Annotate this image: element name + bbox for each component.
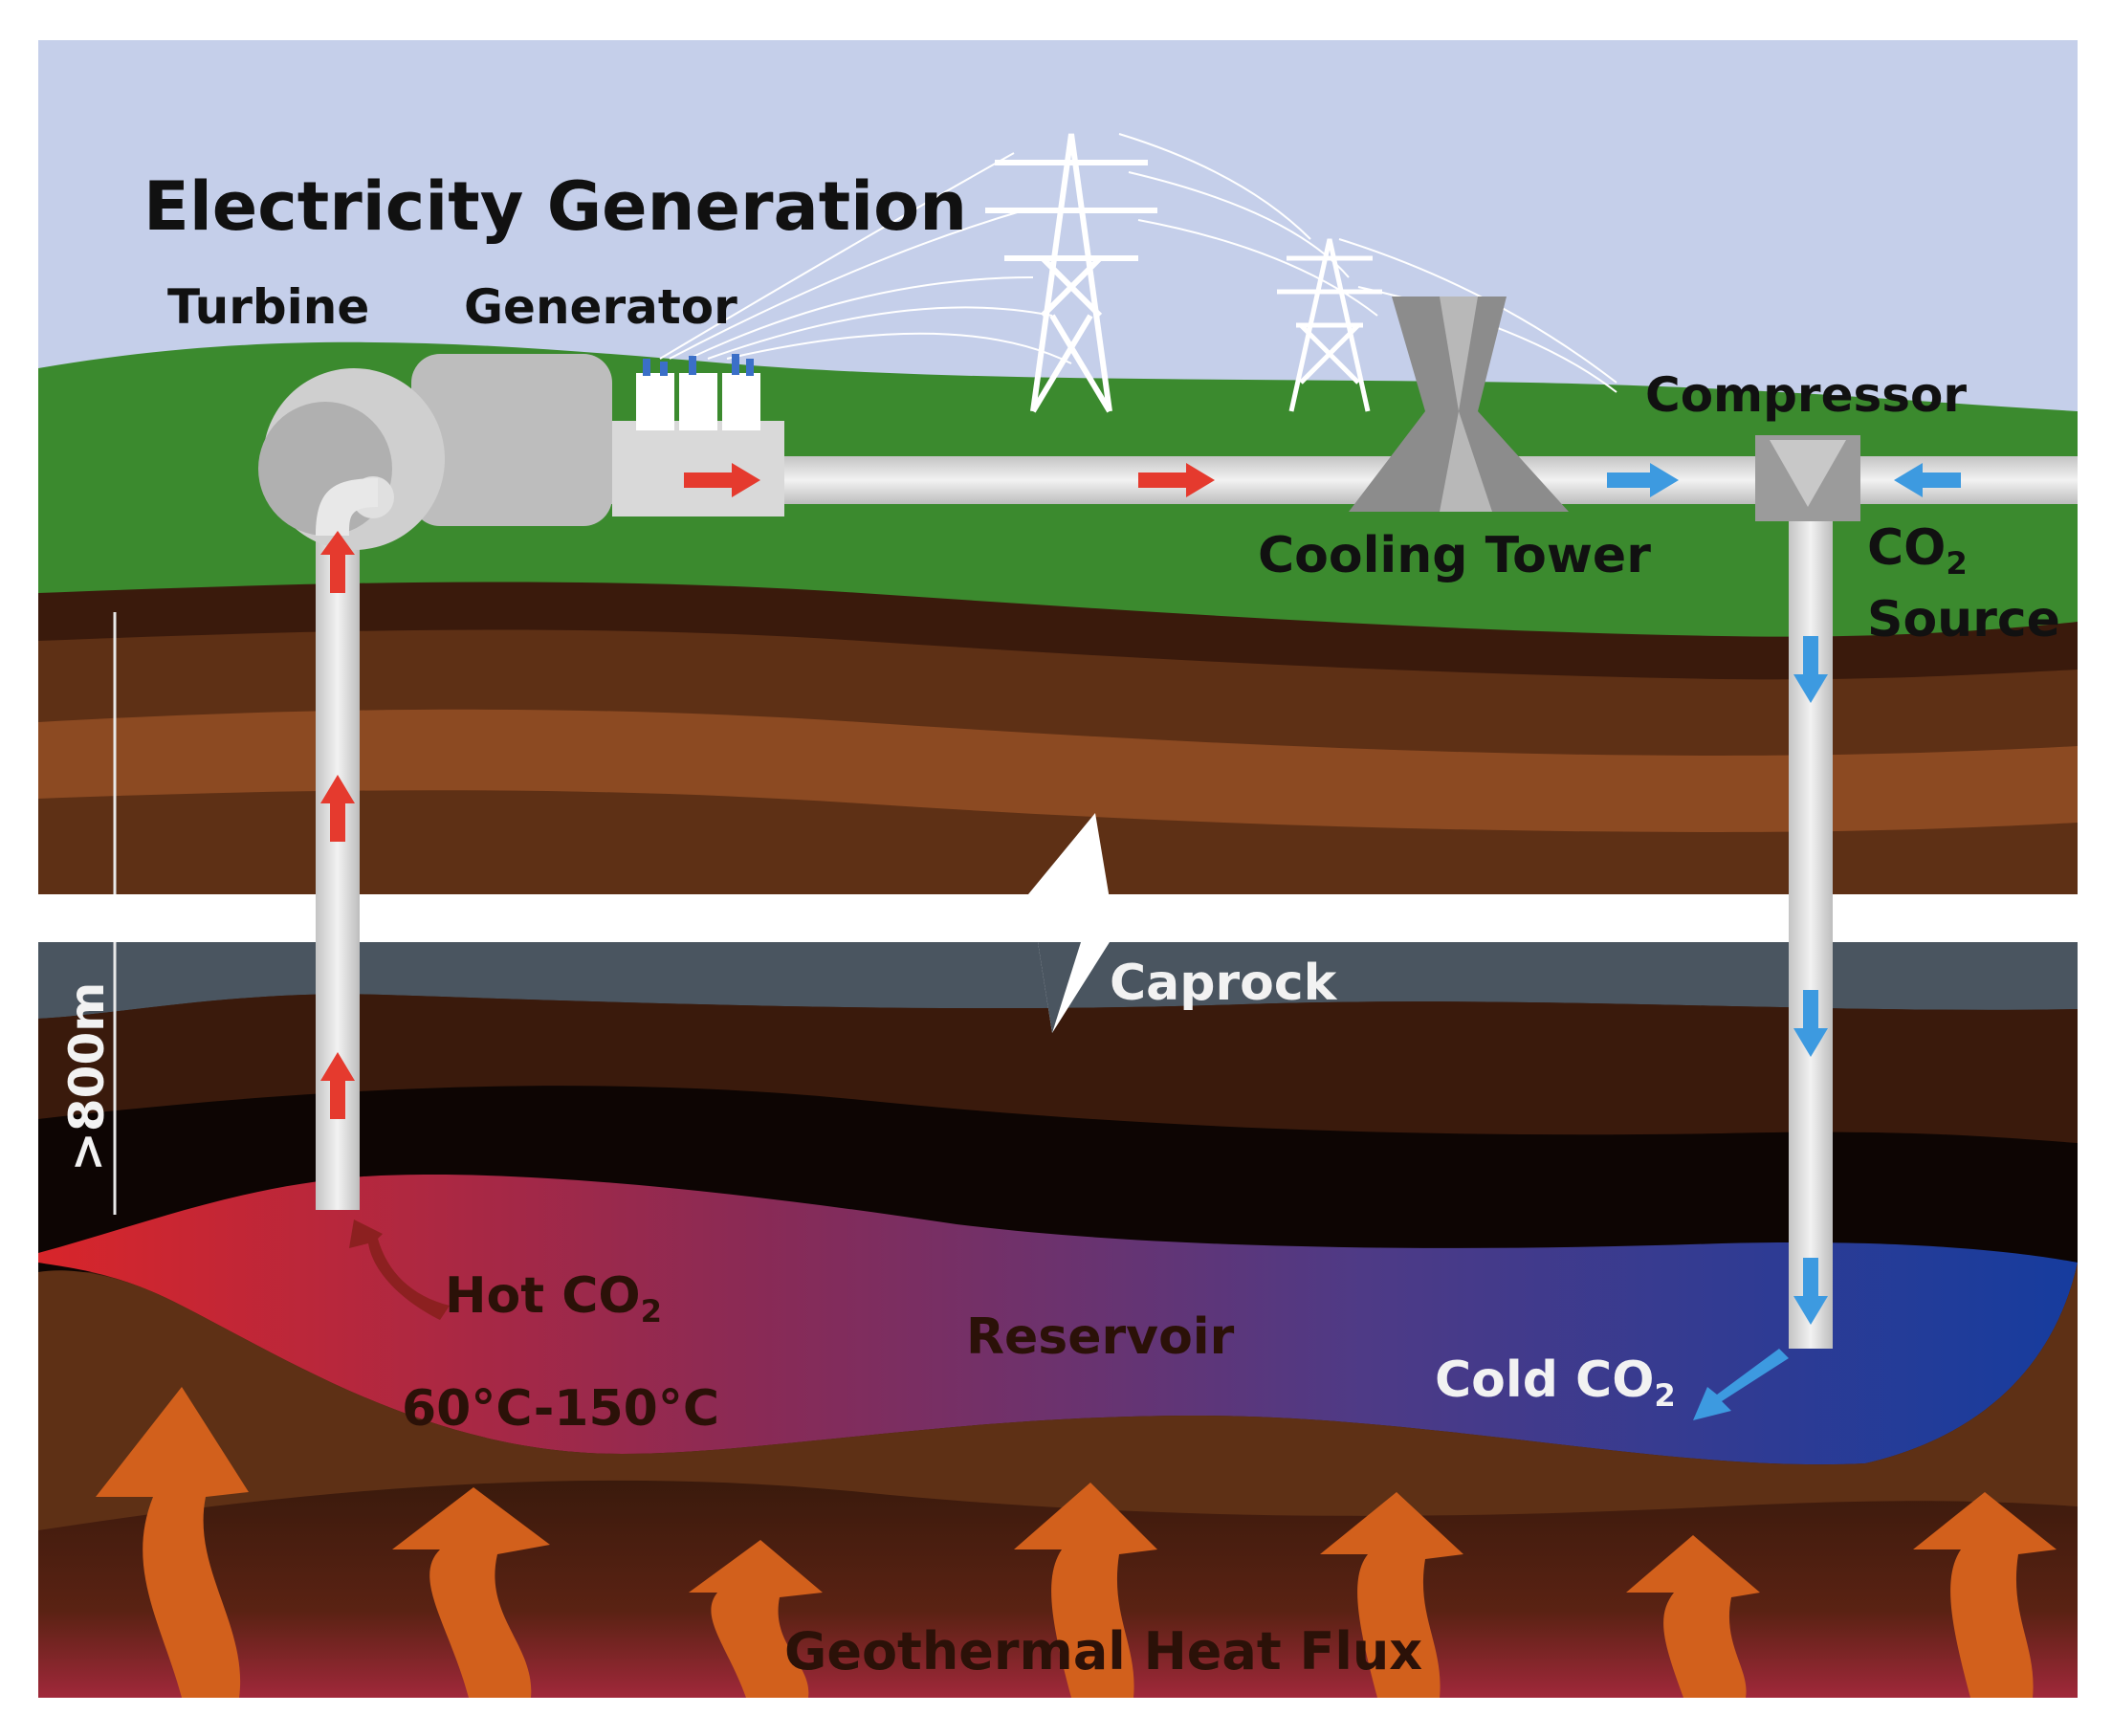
cooling-tower-icon: [1349, 297, 1569, 512]
flow-arrow-icon: [320, 531, 355, 593]
heat-arrow-icon: [1626, 1535, 1760, 1698]
injection-well: [1789, 497, 1833, 1349]
depth-label: >800m: [59, 982, 115, 1172]
heat-arrow-icon: [689, 1540, 823, 1698]
reservoir: [38, 1175, 2078, 1465]
compressor-label: Compressor: [1645, 367, 1967, 423]
turbine-label: Turbine: [167, 279, 369, 335]
flow-arrow-icon: [1607, 463, 1679, 497]
flow-arrow-icon: [320, 1052, 355, 1119]
soil-layer-4: [38, 790, 2078, 894]
transmission-tower-icon: [985, 133, 1157, 413]
heat-flux-label: Geothermal Heat Flux: [784, 1621, 1422, 1681]
compressor-icon: [1755, 435, 1860, 521]
generator-icon: [612, 354, 784, 516]
cooling-tower-label: Cooling Tower: [1258, 527, 1651, 584]
heat-arrow-icon: [1913, 1492, 2057, 1698]
flow-arrow-icon: [1894, 463, 1961, 497]
heat-arrow-icon: [1320, 1492, 1463, 1698]
caprock-label: Caprock: [1110, 955, 1338, 1012]
hot-flow-arrows: [684, 463, 1215, 497]
section-break: [38, 813, 2078, 1033]
flow-arrow-icon: [684, 463, 760, 497]
flow-arrow-icon: [320, 775, 355, 842]
hot-co2-label: Hot CO2: [445, 1267, 662, 1329]
break-zigzag: [1038, 942, 1081, 1033]
temperature-label: 60°C-150°C: [402, 1380, 719, 1438]
flow-arrow-icon: [1793, 636, 1828, 703]
reservoir-label: Reservoir: [966, 1308, 1235, 1366]
heat-arrow-icon: [96, 1387, 249, 1698]
diagram-title: Electricity Generation: [143, 167, 967, 246]
injection-flow-arrows: [1793, 636, 1828, 1325]
flow-arrow-icon: [1793, 990, 1828, 1057]
cold-flow-arrows: [1607, 463, 1961, 497]
co2-source-label: CO2: [1867, 519, 1968, 582]
lower-soil: [38, 1263, 2078, 1530]
heat-arrow-icon: [1014, 1483, 1157, 1698]
flow-arrow-icon: [1793, 1258, 1828, 1325]
cold-co2-label: Cold CO2: [1435, 1351, 1676, 1414]
heat-flux-arrows: [96, 1387, 2057, 1698]
cold-co2-arrow: [1693, 1349, 1789, 1420]
transmission-tower-icon: [1277, 238, 1382, 412]
co2-source-label-2: Source: [1867, 591, 2060, 648]
generator-label: Generator: [464, 279, 737, 335]
heat-arrow-icon: [392, 1487, 550, 1698]
turbine-icon: [258, 354, 612, 550]
hot-co2-arrow: [349, 1220, 450, 1320]
production-flow-arrows: [320, 531, 355, 1119]
flow-arrow-icon: [1138, 463, 1215, 497]
